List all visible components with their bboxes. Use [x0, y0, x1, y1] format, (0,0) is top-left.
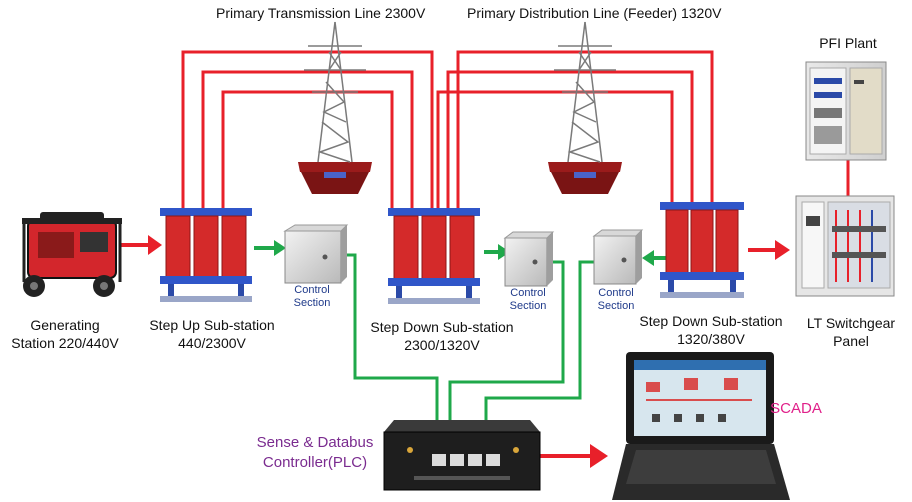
red-arrow [530, 444, 608, 468]
green-arrow [254, 240, 286, 256]
step-up-label-1: Step Up Sub-station [149, 317, 275, 333]
generating-station-label-1: Generating [30, 317, 100, 333]
control-section-label-2: Section [597, 300, 635, 312]
step-down-transformer-icon [388, 208, 480, 304]
power-line [446, 70, 694, 210]
control-section-label-2: Section [293, 297, 331, 309]
power-line [201, 70, 414, 210]
control-section-label-1: Control [294, 284, 330, 296]
signal-line [484, 260, 596, 425]
control-box-icon [592, 229, 644, 285]
red-arrow [120, 235, 162, 255]
primary-distribution-label: Primary Distribution Line (Feeder) 1320V [467, 5, 722, 21]
signal-line [448, 260, 565, 425]
flow-arrows [120, 235, 790, 468]
step-up-label-2: 440/2300V [178, 335, 246, 351]
power-line [221, 90, 394, 210]
transmission-tower-icon [298, 21, 372, 194]
lt-switchgear-label-2: Panel [833, 333, 869, 349]
generator-icon [22, 212, 122, 297]
control-box-icon [503, 231, 555, 287]
pfi-panel-icon [805, 61, 887, 161]
power-line [436, 90, 674, 210]
step-down-2-label-2: 1320/380V [677, 331, 745, 347]
green-arrow [484, 244, 510, 260]
step-down-1-label-1: Step Down Sub-station [370, 319, 514, 335]
control-section-label-2: Section [509, 300, 547, 312]
signal-line [343, 253, 439, 425]
transmission-tower-icon [548, 21, 622, 194]
pfi-plant-label: PFI Plant [819, 35, 877, 51]
control-section-label-1: Control [598, 287, 634, 299]
step-up-transformer-icon [160, 208, 252, 302]
laptop-icon [612, 352, 790, 500]
plc-device-icon [383, 420, 541, 491]
power-line [456, 50, 714, 210]
control-section-label-1: Control [510, 287, 546, 299]
primary-transmission-label: Primary Transmission Line 2300V [216, 5, 426, 21]
scada-label: SCADA [770, 400, 822, 417]
generating-station-label-2: Station 220/440V [11, 335, 119, 351]
control-box-icon [283, 224, 349, 284]
red-arrow [748, 240, 790, 260]
plc-label-1: Sense & Databus [256, 434, 374, 451]
power-line [181, 50, 434, 210]
step-down-transformer-icon [660, 202, 744, 298]
signal-lines [343, 253, 596, 425]
power-lines [181, 50, 850, 210]
step-down-1-label-2: 2300/1320V [404, 337, 480, 353]
lt-switchgear-icon [795, 195, 895, 297]
step-down-2-label-1: Step Down Sub-station [639, 313, 783, 329]
plc-label-2: Controller(PLC) [262, 454, 368, 471]
lt-switchgear-label-1: LT Switchgear [806, 315, 896, 331]
